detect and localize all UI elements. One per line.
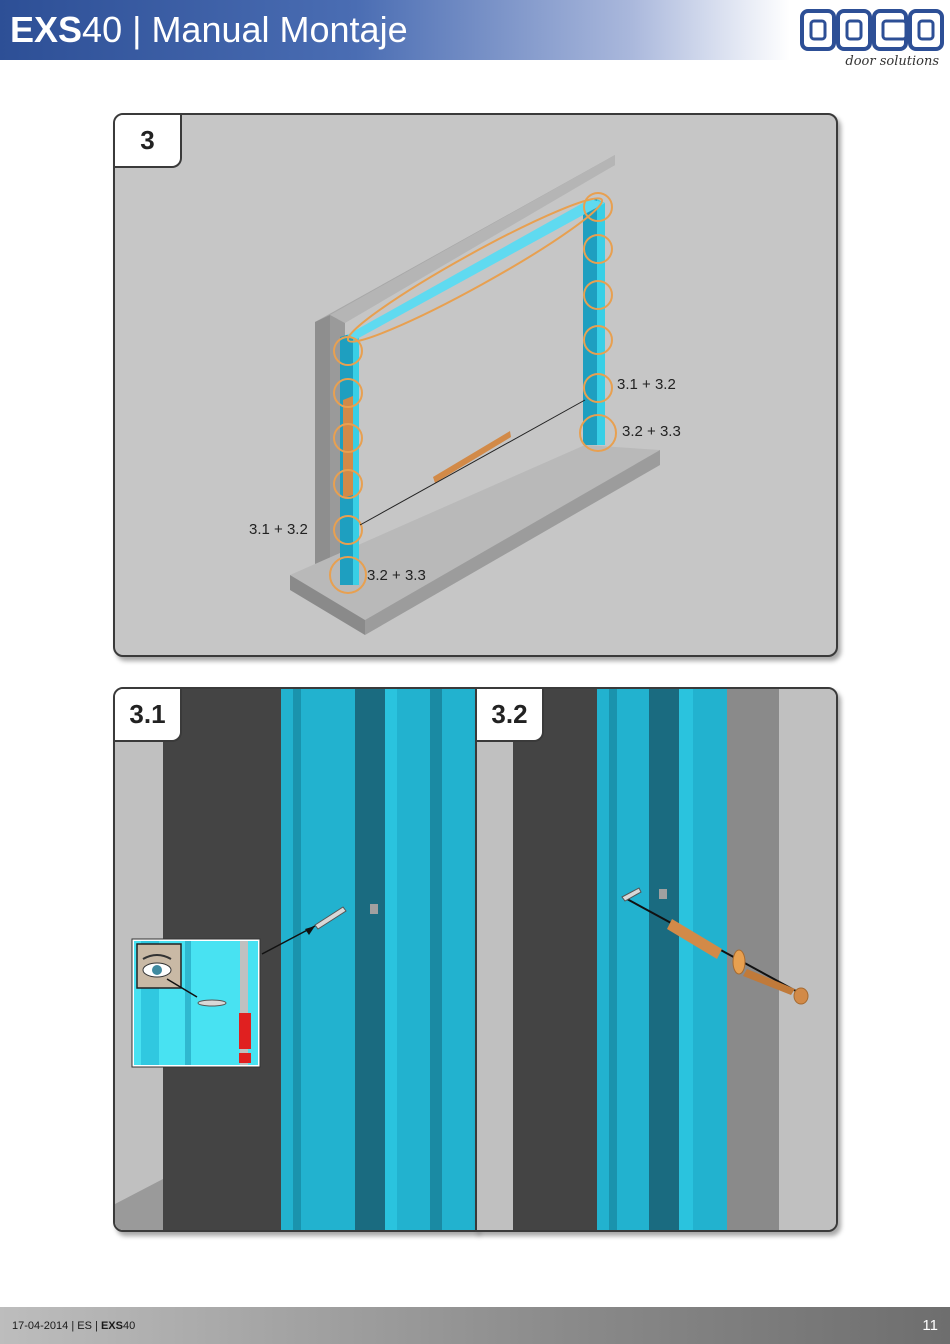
callout-left-lower: 3.2 + 3.3 bbox=[367, 567, 426, 584]
document-title: EXS40 | Manual Montaje bbox=[10, 8, 408, 52]
doco-logo: door solutions bbox=[800, 8, 945, 72]
title-text: 40 | Manual Montaje bbox=[82, 9, 408, 50]
step-3-panel: 3 bbox=[113, 113, 838, 657]
warning-exclamation bbox=[239, 1013, 251, 1049]
footer-separator: | bbox=[68, 1320, 77, 1332]
door-frame-illustration bbox=[115, 115, 836, 655]
step-3-1-panel: 3.1 bbox=[113, 687, 477, 1232]
footer-language: ES bbox=[77, 1320, 92, 1332]
screw-fixing-illustration bbox=[477, 689, 836, 1230]
step-3-tab: 3 bbox=[115, 115, 182, 168]
footer-date: 17-04-2014 bbox=[12, 1320, 68, 1332]
callout-right-lower: 3.2 + 3.3 bbox=[622, 423, 681, 440]
callout-right-upper: 3.1 + 3.2 bbox=[617, 376, 676, 393]
logo-tagline: door solutions bbox=[845, 54, 939, 69]
doco-logo-mark bbox=[800, 8, 945, 54]
callout-left-upper: 3.1 + 3.2 bbox=[249, 521, 308, 538]
footer-model-bold: EXS bbox=[101, 1320, 123, 1332]
footer-model-number: 40 bbox=[123, 1320, 135, 1332]
title-model: EXS bbox=[10, 9, 82, 50]
anchor-insertion-illustration bbox=[115, 689, 475, 1230]
footer-bar: 17-04-2014 | ES | EXS40 11 bbox=[0, 1307, 950, 1344]
page-number: 11 bbox=[922, 1317, 938, 1334]
footer-info: 17-04-2014 | ES | EXS40 bbox=[12, 1320, 135, 1332]
footer-separator: | bbox=[92, 1320, 101, 1332]
step-3-1-tab: 3.1 bbox=[115, 689, 182, 742]
step-3-2-tab: 3.2 bbox=[477, 689, 544, 742]
step-3-2-panel: 3.2 bbox=[475, 687, 838, 1232]
